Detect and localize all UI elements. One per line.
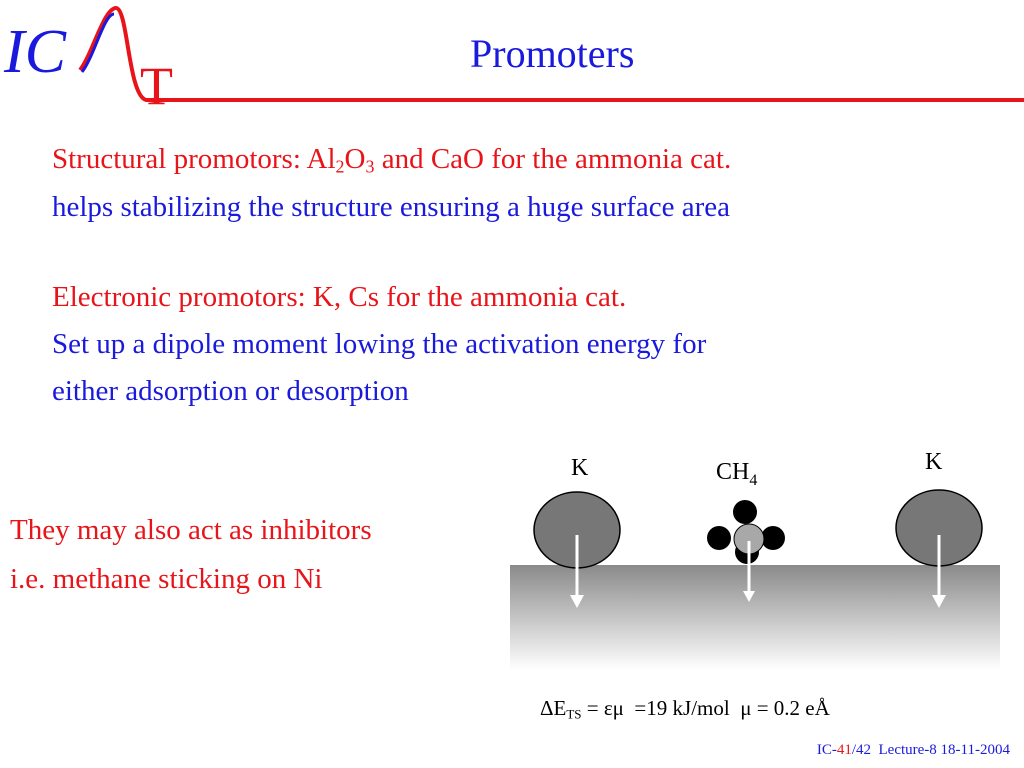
formula-rest: = εμ =19 kJ/mol μ = 0.2 eÅ — [581, 696, 830, 720]
structural-line-1: Structural promotors: Al2O3 and CaO for … — [52, 143, 732, 177]
structural-prefix: Structural promotors: Al — [52, 143, 336, 175]
o-subscript: 3 — [365, 156, 375, 177]
left-k-label: K — [571, 455, 589, 481]
delta-e: ΔE — [540, 696, 567, 720]
electronic-line-2: Set up a dipole moment lowing the activa… — [52, 328, 707, 360]
h-atom-right — [761, 526, 785, 550]
energy-formula: ΔETS = εμ =19 kJ/mol μ = 0.2 eÅ — [540, 696, 830, 721]
metal-surface — [510, 565, 1000, 670]
footer-prefix: IC- — [816, 742, 837, 758]
structural-mid: O — [344, 143, 366, 175]
slide-footer: IC-41/42 Lecture-8 18-11-2004 — [817, 742, 1010, 759]
inhibitors-line-2: i.e. methane sticking on Ni — [10, 563, 323, 595]
footer-page-number: 41 — [836, 742, 852, 758]
right-k-label: K — [925, 449, 943, 475]
structural-line-2: helps stabilizing the structure ensuring… — [52, 191, 731, 223]
h-atom-top — [733, 500, 757, 524]
al-subscript: 2 — [335, 156, 345, 177]
right-arrow-head — [932, 595, 946, 608]
logo-ic-text: IC — [3, 18, 67, 86]
logo-t-text: T — [140, 56, 173, 110]
left-arrow-head — [570, 595, 584, 608]
ch4-label: CH4 — [716, 459, 757, 489]
structural-suffix: and CaO for the ammonia cat. — [374, 143, 732, 175]
dipole-diagram: K CH4 K — [510, 449, 1000, 670]
ch4-arrow-head — [743, 591, 755, 602]
ict-logo: IC T — [3, 5, 180, 110]
inhibitors-line-1: They may also act as inhibitors — [10, 514, 372, 546]
ts-subscript: TS — [566, 706, 582, 722]
h-atom-left — [707, 526, 731, 550]
logo-wave-blue — [80, 12, 115, 73]
title-underline — [180, 98, 1024, 102]
page-title: Promoters — [470, 31, 635, 76]
footer-suffix: /42 Lecture-8 18-11-2004 — [851, 742, 1010, 758]
electronic-line-1: Electronic promotors: K, Cs for the ammo… — [52, 281, 627, 313]
electronic-line-3: either adsorption or desorption — [52, 375, 409, 407]
logo-wave — [78, 5, 180, 102]
